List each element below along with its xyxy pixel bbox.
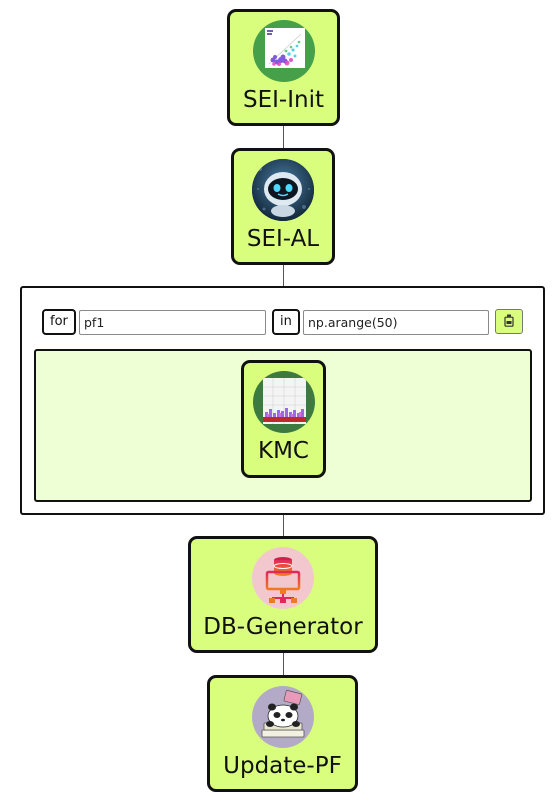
connector-db-update — [283, 653, 284, 675]
scatter-plot-icon — [252, 20, 315, 82]
node-kmc[interactable]: KMC — [241, 360, 326, 478]
node-sei-init[interactable]: SEI-Init — [227, 9, 340, 126]
run-loop-button[interactable] — [495, 309, 523, 334]
robot-icon — [252, 159, 314, 221]
bottle-icon — [504, 314, 514, 330]
simulation-plot-icon — [252, 371, 315, 433]
database-icon — [252, 547, 314, 609]
loop-iterable-input[interactable] — [303, 310, 489, 335]
node-label: Update-PF — [223, 753, 342, 779]
node-label: SEI-AL — [246, 226, 320, 252]
node-label: KMC — [258, 438, 309, 464]
loop-body: KMC — [34, 349, 532, 502]
loop-header: for in — [42, 309, 527, 335]
connector-init-al — [283, 126, 284, 148]
connector-loop-db — [283, 515, 284, 536]
for-loop-container: for in — [20, 286, 545, 515]
node-db-generator[interactable]: DB-Generator — [188, 536, 378, 653]
panda-icon — [251, 686, 314, 748]
connector-al-loop — [283, 265, 284, 286]
in-keyword: in — [272, 309, 300, 335]
node-update-pf[interactable]: Update-PF — [207, 675, 358, 792]
loop-variable-input[interactable] — [79, 310, 266, 335]
node-sei-al[interactable]: SEI-AL — [231, 148, 335, 265]
node-label: DB-Generator — [203, 614, 363, 640]
for-keyword: for — [42, 309, 76, 335]
node-label: SEI-Init — [243, 87, 324, 113]
